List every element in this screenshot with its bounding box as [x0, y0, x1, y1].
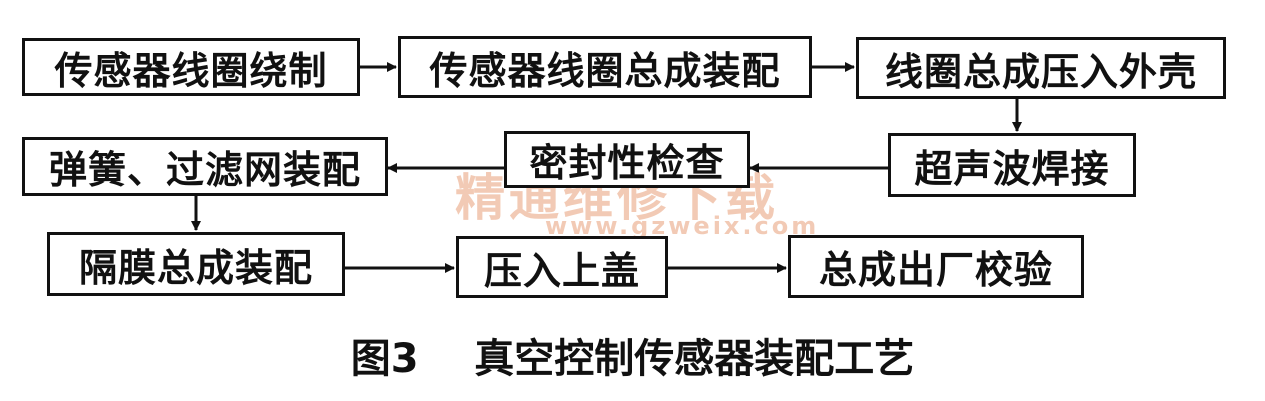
step-spring-filter-assembly: 弹簧、过滤网装配: [22, 137, 388, 196]
step-coil-winding: 传感器线圈绕制: [22, 38, 360, 96]
step-diaphragm-assembly: 隔膜总成装配: [47, 232, 345, 296]
step-press-top-cover: 压入上盖: [456, 236, 668, 298]
figure-title: 真空控制传感器装配工艺: [474, 336, 915, 382]
step-coil-assembly: 传感器线圈总成装配: [398, 36, 812, 98]
step-seal-check: 密封性检查: [504, 131, 750, 188]
step-press-into-shell: 线圈总成压入外壳: [856, 37, 1226, 99]
figure-caption: 图3 真空控制传感器装配工艺: [0, 326, 1265, 384]
step-final-calibration: 总成出厂校验: [788, 235, 1084, 298]
step-ultrasonic-welding: 超声波焊接: [888, 133, 1136, 197]
figure-label: 图3: [350, 336, 419, 382]
